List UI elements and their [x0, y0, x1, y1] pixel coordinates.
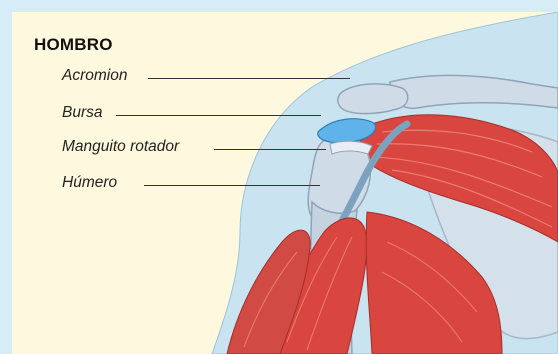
label-acromion: Acromion: [62, 67, 127, 85]
label-manguito-rotador: Manguito rotador: [62, 138, 179, 156]
label-humero: Húmero: [62, 174, 117, 192]
leader-line-acromion: [148, 78, 350, 79]
diagram-panel: HOMBRO Acromion Bursa Manguito rotador H…: [12, 12, 558, 354]
label-bursa: Bursa: [62, 104, 103, 122]
diagram-title: HOMBRO: [34, 35, 113, 55]
leader-line-humero: [144, 185, 320, 186]
leader-line-bursa: [116, 115, 321, 116]
acromion-bone: [338, 84, 408, 114]
leader-line-manguito-rotador: [214, 149, 326, 150]
